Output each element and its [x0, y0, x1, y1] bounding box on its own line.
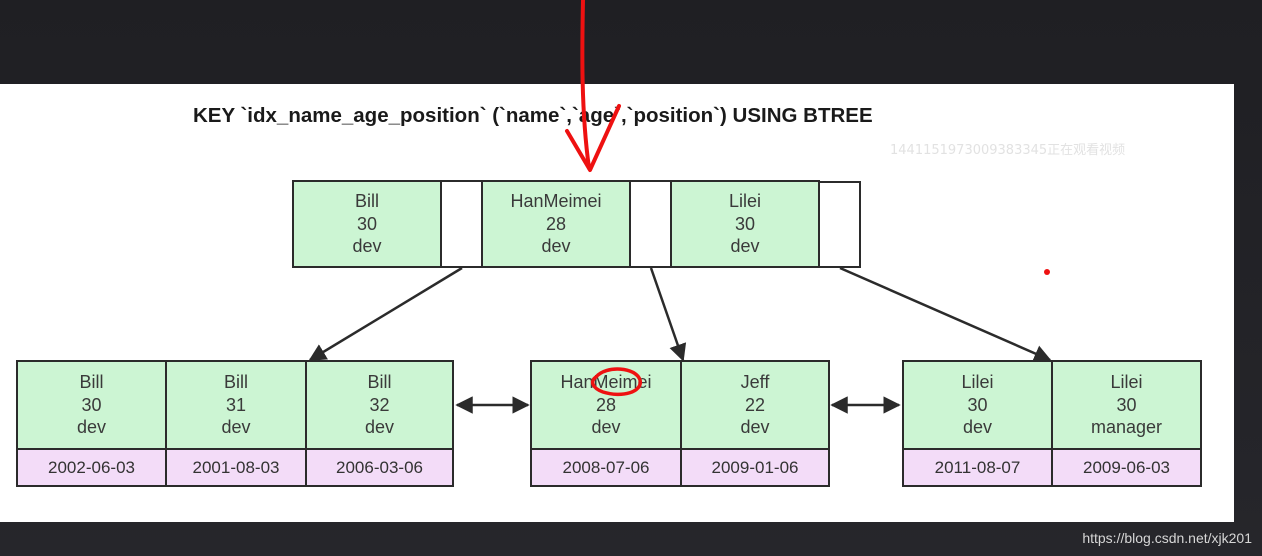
key-name: HanMeimei	[510, 191, 602, 212]
leaf-row-date: 2006-03-06	[305, 448, 454, 487]
index-definition-title: KEY `idx_name_age_position` (`name`,`age…	[193, 104, 873, 127]
root-key-hanmeimei: HanMeimei 28 dev	[481, 180, 631, 268]
leaf-key: Lilei 30 manager	[1051, 360, 1202, 450]
key-position: dev	[221, 417, 251, 438]
key-position: dev	[740, 417, 770, 438]
leaf-key: Lilei 30 dev	[902, 360, 1053, 450]
key-age: 30	[356, 213, 378, 234]
red-annotation-arrow	[580, 0, 591, 170]
viewer-count-overlay: 1441151973009383345正在观看视频	[890, 143, 1126, 158]
key-position: dev	[364, 417, 395, 438]
key-position: dev	[962, 417, 993, 438]
root-key-lilei: Lilei 30 dev	[670, 180, 820, 268]
key-age: 30	[1116, 394, 1137, 415]
child-pointer-arrow	[308, 266, 463, 362]
leaf-row-date: 2009-01-06	[680, 448, 830, 487]
root-pointer	[440, 180, 483, 268]
root-key-bill: Bill 30 dev	[292, 180, 442, 268]
key-age: 30	[81, 394, 102, 415]
leaf-key: Bill 32 dev	[305, 360, 454, 450]
key-name: Lilei	[728, 191, 762, 212]
leaf-key: Bill 31 dev	[165, 360, 307, 450]
key-name: Lilei	[961, 372, 994, 393]
leaf-row-date: 2011-08-07	[902, 448, 1053, 487]
key-age: 28	[545, 213, 567, 234]
key-name: Bill	[367, 372, 392, 393]
root-pointer	[629, 180, 672, 268]
key-name: HanMeimei	[560, 372, 652, 393]
key-position: dev	[541, 236, 571, 257]
key-age: 31	[225, 394, 247, 415]
leaf-key: HanMeimei 28 dev	[530, 360, 682, 450]
key-age: 30	[967, 394, 988, 415]
key-name: Bill	[223, 372, 248, 393]
key-position: dev	[730, 236, 760, 257]
key-age: 22	[744, 394, 766, 415]
key-name: Lilei	[1110, 372, 1143, 393]
leaf-key: Bill 30 dev	[16, 360, 167, 450]
key-position: dev	[352, 236, 382, 257]
leaf-row-date: 2008-07-06	[530, 448, 682, 487]
leaf-row-date: 2009-06-03	[1051, 448, 1202, 487]
key-position: manager	[1090, 417, 1163, 438]
key-age: 32	[369, 394, 390, 415]
key-name: Bill	[354, 191, 379, 212]
root-pointer	[818, 181, 861, 268]
child-pointer-arrow	[839, 266, 1052, 362]
source-watermark: https://blog.csdn.net/xjk201	[1082, 530, 1252, 546]
child-pointer-arrow	[649, 267, 687, 362]
key-name: Jeff	[740, 372, 770, 393]
red-annotation-circle	[590, 367, 642, 397]
key-name: Bill	[79, 372, 104, 393]
key-age: 30	[734, 213, 756, 234]
key-position: dev	[591, 417, 621, 438]
red-annotation-dot	[1044, 269, 1050, 275]
leaf-row-date: 2001-08-03	[165, 448, 307, 487]
key-position: dev	[76, 417, 107, 438]
key-age: 28	[595, 394, 617, 415]
red-annotation-arrowhead	[565, 104, 621, 172]
